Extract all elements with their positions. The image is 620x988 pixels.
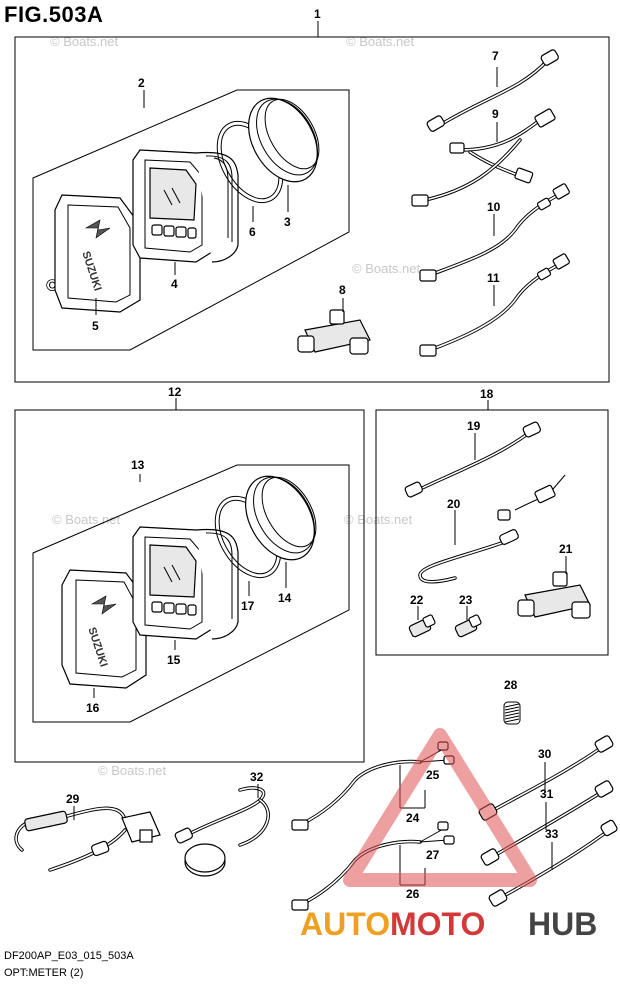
spring-28 (503, 701, 521, 725)
cable-33 (488, 819, 618, 907)
cable-20 (418, 474, 566, 584)
terminator-22 (408, 614, 436, 638)
brand-auto: AUTO (300, 906, 390, 942)
cable-19 (404, 421, 541, 498)
meter-body-15 (132, 526, 239, 640)
watermark-3: © Boats.net (352, 261, 421, 276)
callout-22: 22 (410, 593, 424, 607)
watermark-5: © Boats.net (344, 512, 413, 527)
callout-4: 4 (171, 277, 178, 291)
terminator-23 (454, 614, 482, 638)
callout-13: 13 (131, 458, 145, 472)
callout-16: 16 (86, 701, 100, 715)
sensor-29 (14, 806, 161, 872)
callout-14: 14 (278, 591, 292, 605)
figure-title: FIG.503A (4, 2, 104, 27)
gps-antenna-32 (174, 786, 270, 877)
callout-2: 2 (138, 76, 145, 90)
t-connector-8 (297, 309, 371, 355)
callout-8: 8 (339, 283, 346, 297)
callout-6: 6 (249, 225, 256, 239)
callout-5: 5 (92, 319, 99, 333)
group-12-kit: 12 13 SUZUKI (14, 385, 365, 763)
callout-18: 18 (480, 387, 494, 401)
lock-ring (248, 97, 320, 183)
group-18-kit: 18 19 20 21 (375, 387, 609, 656)
meter-body (132, 149, 239, 263)
brand-hub: HUB (528, 906, 597, 942)
group-18-frame (375, 409, 609, 656)
callout-24: 24 (406, 811, 420, 825)
meter-cover: SUZUKI (54, 194, 141, 313)
figure-name: OPT:METER (2) (4, 967, 84, 979)
callout-26: 26 (406, 887, 420, 901)
group-1-kit: 1 2 SUZUKI (14, 7, 610, 383)
callout-21: 21 (559, 542, 573, 556)
callout-9: 9 (492, 107, 499, 121)
callout-11: 11 (487, 271, 500, 285)
watermark-1: © Boats.net (50, 34, 119, 49)
watermark-4: © Boats.net (52, 512, 121, 527)
suzuki-logo-icon-2 (90, 595, 117, 615)
callout-12: 12 (168, 385, 182, 399)
callout-17: 17 (241, 599, 255, 613)
callout-1: 1 (314, 7, 321, 21)
figure-code: DF200AP_E03_015_503A (4, 950, 134, 962)
callout-3: 3 (284, 215, 291, 229)
brand-triangle-icon (343, 728, 537, 887)
callout-19: 19 (467, 419, 481, 433)
group-13-frame (32, 464, 350, 723)
suzuki-logo-icon (84, 219, 111, 239)
lock-ring-14 (245, 475, 317, 561)
callout-29: 29 (66, 792, 80, 806)
group-2-frame (32, 89, 350, 351)
callout-7: 7 (492, 49, 499, 63)
brand-watermark: AUTO MOTO HUB (300, 728, 597, 942)
callout-27: 27 (426, 848, 440, 862)
cable-11 (419, 253, 570, 357)
group-12-frame (14, 409, 365, 763)
callout-32: 32 (250, 770, 264, 784)
cable-10 (419, 183, 570, 282)
callout-28: 28 (504, 678, 518, 692)
callout-20: 20 (447, 497, 461, 511)
t-connector-21 (517, 571, 591, 619)
watermark-2: © Boats.net (346, 34, 415, 49)
meter-cover-16: SUZUKI (61, 569, 147, 689)
harness-9 (411, 108, 556, 207)
brand-moto: MOTO (390, 906, 485, 942)
watermark-6: © Boats.net (98, 763, 167, 778)
callout-30: 30 (538, 747, 552, 761)
callout-25: 25 (426, 768, 440, 782)
cable-7 (426, 49, 559, 132)
group-1-frame (14, 36, 610, 383)
callout-15: 15 (167, 653, 181, 667)
callout-33: 33 (545, 827, 559, 841)
callout-23: 23 (459, 593, 473, 607)
callout-10: 10 (487, 200, 501, 214)
callout-31: 31 (540, 787, 554, 801)
